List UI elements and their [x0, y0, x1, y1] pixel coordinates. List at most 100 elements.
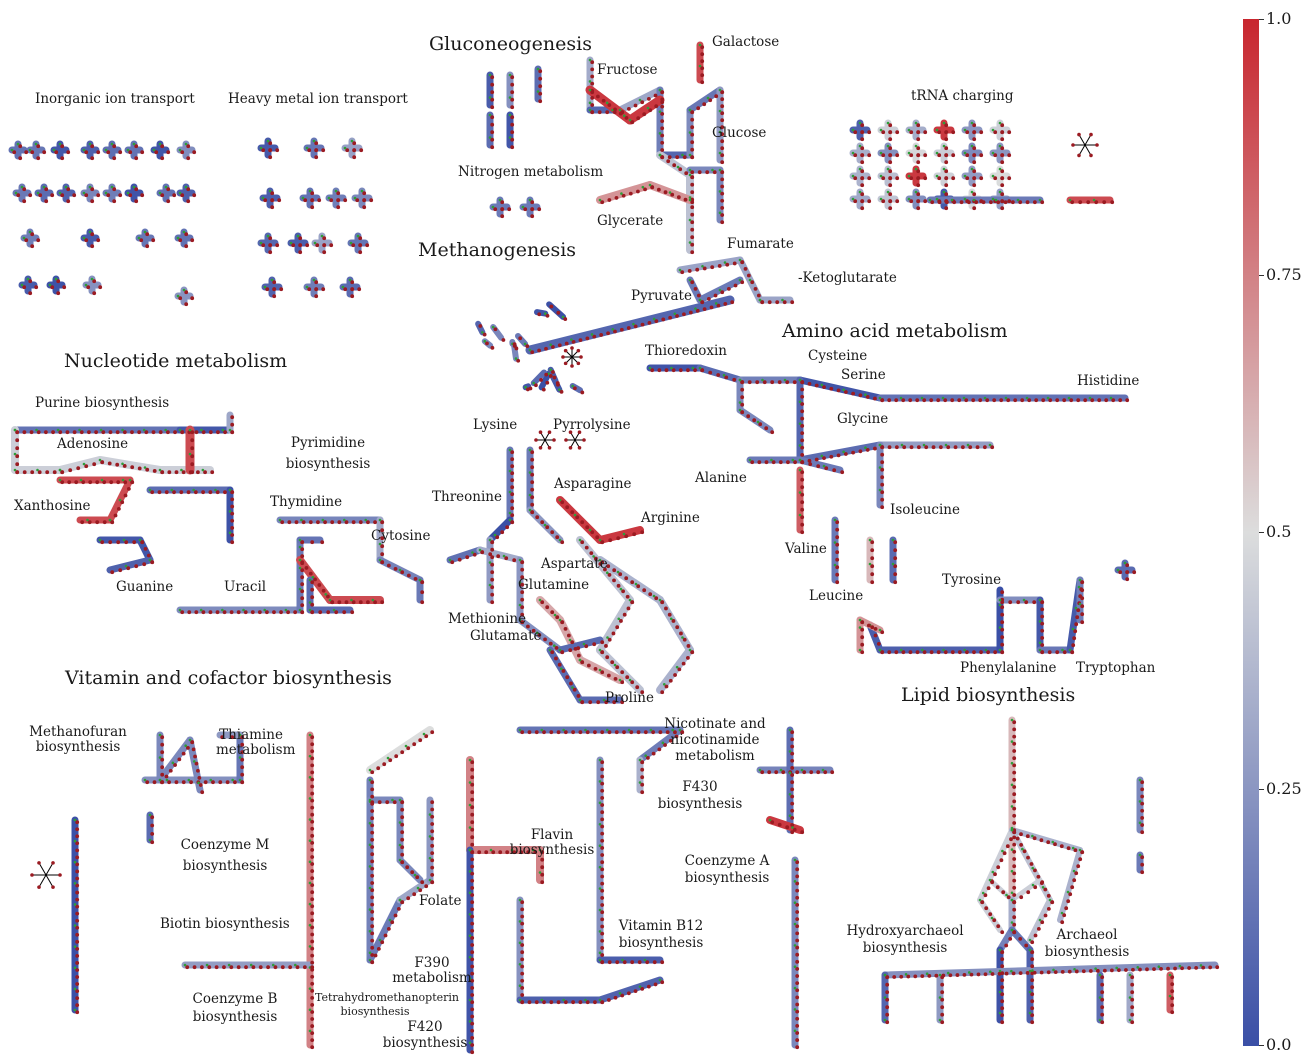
metabolite-node: [369, 779, 372, 782]
metabolite-node: [800, 431, 804, 435]
metabolite-node: [909, 650, 913, 654]
metabolite-node: [309, 924, 312, 927]
metabolite-node: [262, 197, 265, 200]
metabolite-node: [1075, 607, 1078, 610]
label-tryptophan: Tryptophan: [1076, 661, 1155, 676]
metabolite-node: [469, 781, 472, 784]
metabolite-node: [1100, 1013, 1104, 1017]
metabolite-node: [548, 446, 552, 450]
metabolite-node: [859, 649, 862, 652]
metabolite-node: [53, 149, 56, 152]
metabolite-node: [121, 429, 124, 432]
metabolite-node: [242, 609, 245, 612]
metabolite-node: [800, 830, 804, 834]
metabolite-node: [1000, 620, 1004, 624]
metabolite-node: [690, 148, 694, 152]
metabolite-node: [490, 593, 494, 597]
colorbar-gradient: [1243, 19, 1259, 1046]
metabolite-node: [614, 664, 617, 667]
metabolite-node: [636, 116, 640, 120]
metabolite-node: [1040, 629, 1044, 633]
metabolite-node: [369, 799, 372, 802]
metabolite-node: [719, 289, 722, 292]
metabolite-node: [520, 907, 524, 911]
metabolite-node: [992, 398, 996, 402]
metabolite-node: [614, 677, 618, 681]
metabolite-node: [75, 827, 79, 831]
metabolite-node: [800, 530, 804, 534]
metabolite-node: [194, 610, 198, 614]
metabolite-node: [559, 649, 562, 652]
metabolite-node: [770, 380, 774, 384]
metabolite-node: [309, 882, 312, 885]
metabolite-node: [720, 199, 724, 203]
metabolite-node: [109, 519, 112, 522]
metabolite-node: [1102, 200, 1106, 204]
metabolite-node: [98, 285, 102, 289]
metabolite-node: [867, 199, 871, 203]
metabolite-node: [1012, 792, 1016, 796]
metabolite-node: [901, 444, 904, 447]
heading-amino-acid-metabolism: Amino acid metabolism: [782, 321, 1008, 342]
metabolite-node: [748, 380, 752, 384]
metabolite-node: [554, 657, 558, 661]
metabolite-node: [837, 388, 841, 392]
label-tyrosine: Tyrosine: [942, 573, 1001, 588]
metabolite-node: [1019, 843, 1023, 847]
metabolite-node: [916, 137, 920, 141]
metabolite-node: [681, 154, 684, 157]
metabolite-node: [1000, 160, 1004, 164]
metabolite-node: [605, 110, 609, 114]
metabolite-node: [649, 367, 652, 370]
metabolite-node: [858, 449, 862, 453]
metabolite-node: [369, 930, 372, 933]
metabolite-node: [179, 149, 182, 152]
metabolite-node: [470, 993, 474, 997]
metabolite-node: [215, 965, 219, 969]
metabolite-node: [739, 379, 742, 382]
metabolite-node: [1072, 636, 1076, 640]
metabolite-node: [159, 734, 162, 737]
metabolite-node: [615, 625, 619, 629]
metabolite-node: [510, 83, 514, 87]
metabolite-node: [1077, 133, 1081, 137]
metabolite-node: [630, 960, 634, 964]
metabolite-node: [399, 899, 402, 902]
metabolite-node: [119, 499, 122, 502]
metabolite-node: [895, 130, 899, 134]
metabolite-node: [310, 785, 314, 789]
metabolite-node: [1140, 795, 1144, 799]
metabolite-node: [530, 465, 534, 469]
metabolite-node: [690, 183, 694, 187]
metabolite-node: [524, 343, 527, 346]
metabolite-node: [689, 174, 692, 177]
pathway-edge: [600, 600, 630, 650]
metabolite-node: [610, 660, 614, 664]
metabolite-node: [593, 1000, 597, 1004]
metabolite-node: [385, 800, 389, 804]
metabolite-node: [779, 460, 783, 464]
metabolite-node: [90, 156, 94, 160]
metabolite-node: [884, 1019, 887, 1022]
label-glycerate: Glycerate: [597, 214, 663, 229]
metabolite-node: [594, 667, 598, 671]
metabolite-node: [979, 153, 983, 157]
metabolite-node: [324, 593, 327, 596]
metabolite-node: [880, 175, 883, 178]
metabolite-node: [469, 826, 472, 829]
metabolite-node: [310, 965, 314, 969]
label-fumarate: Fumarate: [727, 237, 794, 252]
metabolite-node: [310, 918, 314, 922]
metabolite-node: [490, 105, 494, 109]
metabolite-node: [509, 519, 512, 522]
colorbar-tickmark: [1259, 532, 1264, 533]
metabolite-node: [133, 143, 136, 146]
metabolite-node: [790, 737, 794, 741]
metabolite-node: [979, 130, 983, 134]
metabolite-node: [749, 459, 752, 462]
metabolite-node: [370, 896, 374, 900]
metabolite-node: [600, 767, 604, 771]
metabolite-node: [230, 540, 234, 544]
metabolite-node: [884, 974, 887, 977]
metabolite-node: [171, 489, 174, 492]
